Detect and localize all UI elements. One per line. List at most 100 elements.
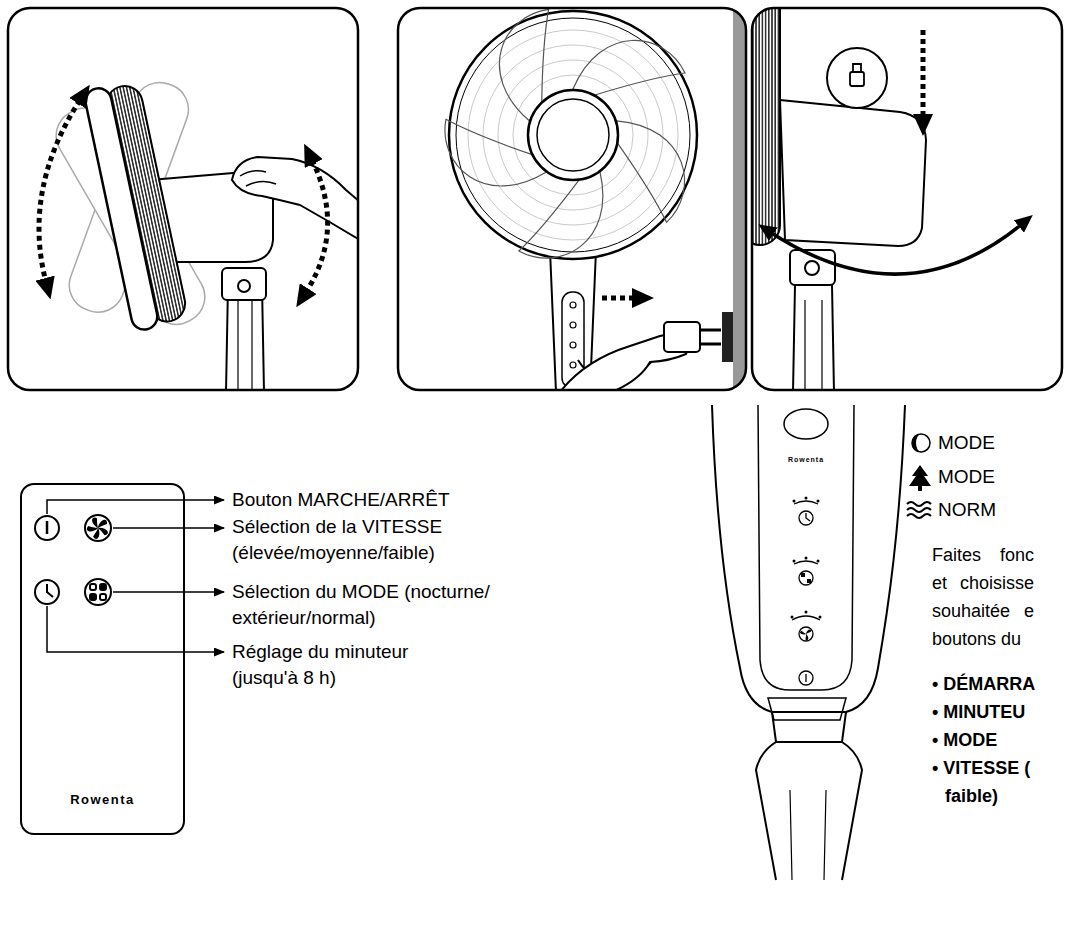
oscillation-arrow [770,224,1022,274]
fan-stand [805,300,822,390]
remote-buttons [35,515,111,605]
remote-buttons [86,517,109,540]
fan-pole [570,302,576,308]
fan-front-guard [506,167,629,277]
instruction-text: • MINUTEU [932,698,1025,726]
mode-icon [907,434,931,518]
control-panel-drawing [791,616,794,619]
fan-front-guard [449,11,697,259]
remote-buttons [100,594,106,600]
control-panel-drawing [712,405,905,712]
oscillation-illustration [752,8,1022,390]
instruction-text: • MODE [932,726,997,754]
tilt-arrow [39,100,80,282]
instruction-text: Faites fonc et choisisse souhaitée e bou… [932,541,1034,653]
control-panel-drawing [801,573,805,577]
control-panel-drawing [799,627,813,641]
control-panel-drawing [805,674,806,682]
mode-icon [912,434,921,452]
brand-logo: Rowenta [781,455,831,465]
fan-front-guard [573,40,685,95]
control-panel-drawing [792,501,820,685]
remote-control: Rowenta [20,483,185,835]
fan-stand [805,261,819,275]
remote-buttons [90,517,101,528]
mode-label: MODE [938,464,995,490]
fan-front-guard [427,8,698,277]
fan-stand [793,285,834,390]
control-panel-drawing [793,500,796,503]
remote-buttons [90,594,96,600]
control-panel-drawing [790,790,826,880]
panel-frame [398,8,746,390]
control-panel-drawing [806,513,810,521]
fan-stand [790,250,835,390]
button-label: Sélection de la VITESSE (élevée/moyenne/… [232,514,482,566]
hand [240,171,276,186]
mode-icon [907,502,931,506]
remote-buttons [100,584,106,590]
fan-guard [83,86,160,332]
control-panel-drawing [819,616,822,619]
fan-front-guard [483,45,663,225]
plug-illustration [427,8,746,390]
remote-buttons [35,516,59,540]
plug [664,322,700,352]
fan-guard [752,8,780,245]
button-label: Réglage du minuteur (jusqu'à 8 h) [232,639,432,691]
control-panel-drawing [799,671,813,685]
press-arrow [921,30,926,118]
control-panel-drawing [793,560,796,563]
remote-buttons [85,515,111,541]
oscillation-button [827,48,887,108]
control-panel-drawing [794,561,818,564]
remote-buttons [98,520,107,528]
control-panel-drawing [792,616,820,620]
leader-line [47,606,224,652]
control-panel-drawing [772,712,846,742]
control-panel-drawing [756,742,862,880]
fan-pole [570,362,576,368]
control-panel-drawing [807,579,811,583]
leader-line [113,591,224,593]
instruction-text: • VITESSE ( faible) [932,754,1065,810]
fan-stand [238,300,252,390]
hand [232,157,358,240]
remote-buttons [47,584,53,597]
mode-icon [907,502,931,518]
control-panel-drawing [805,557,808,560]
control-panel-drawing [784,409,828,439]
leader-line [47,500,224,514]
motor-housing [780,100,926,246]
fan-front-guard [427,8,698,277]
tilt-arrow [306,160,328,292]
tilt-illustration [39,75,358,390]
plug [664,322,721,352]
panel-frame [8,8,358,390]
control-panel-drawing [817,560,820,563]
panel-frame [752,8,1062,390]
fan-stand [222,268,266,390]
control-panel-drawing [800,630,806,637]
remote-buttons [98,525,109,536]
control-panel-drawing [712,405,905,880]
button-label: Sélection du MODE (nocturne/ extérieur/n… [232,579,532,631]
control-panel-drawing [805,497,808,500]
instruction-text: • DÉMARRA [932,670,1035,698]
plug [700,330,721,344]
oscillation-button [853,64,861,72]
fan-front-guard [456,18,690,252]
fan-front-guard [611,106,697,229]
control-panel-drawing [791,497,822,641]
leader-line [47,500,224,652]
fan-guard [752,8,780,245]
mode-icon [912,434,930,452]
mode-icon [918,486,922,491]
fan-front-guard [513,75,633,195]
oscillation-button [850,72,864,86]
control-panel-drawing [799,571,813,585]
leader-line [113,527,224,529]
